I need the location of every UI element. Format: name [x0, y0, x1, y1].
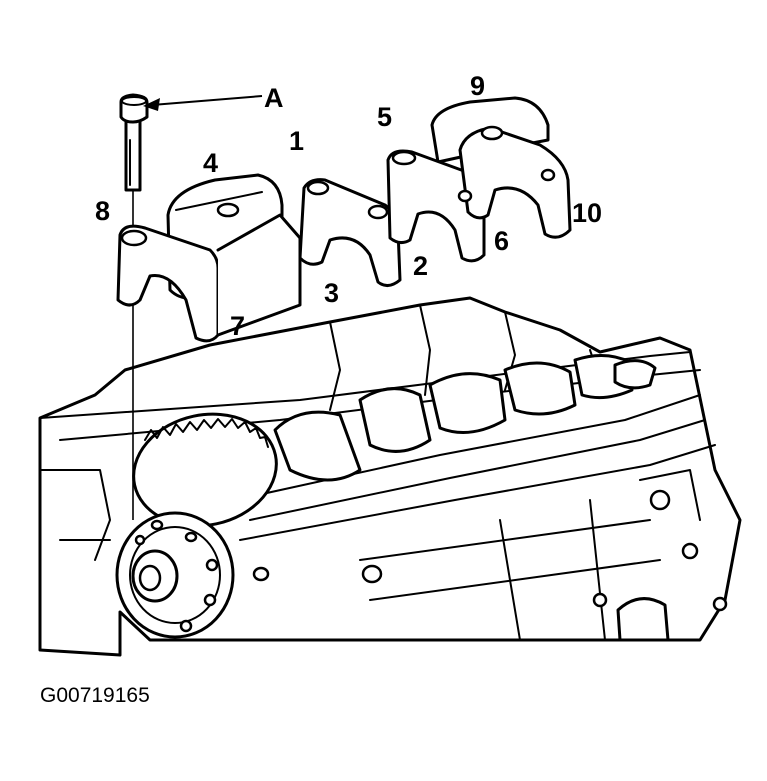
callout-7: 7	[230, 311, 245, 341]
callout-10: 10	[572, 198, 602, 228]
callout-9: 9	[470, 71, 485, 101]
cap-bolt	[119, 93, 149, 192]
bearing-cap-middle	[298, 178, 402, 287]
callout-a-leader	[143, 95, 263, 111]
bearing-cap-front-left	[116, 173, 302, 343]
callout-4: 4	[203, 148, 218, 178]
callout-5: 5	[377, 102, 392, 132]
callout-a: A	[264, 83, 284, 113]
bearing-cap-rear-right	[386, 96, 572, 263]
callout-1: 1	[289, 126, 304, 156]
callout-8: 8	[95, 196, 110, 226]
callout-6: 6	[494, 226, 509, 256]
callout-3: 3	[324, 278, 339, 308]
callout-2: 2	[413, 251, 428, 281]
figure-code: G00719165	[40, 684, 150, 707]
crankshaft-gear	[115, 412, 278, 639]
